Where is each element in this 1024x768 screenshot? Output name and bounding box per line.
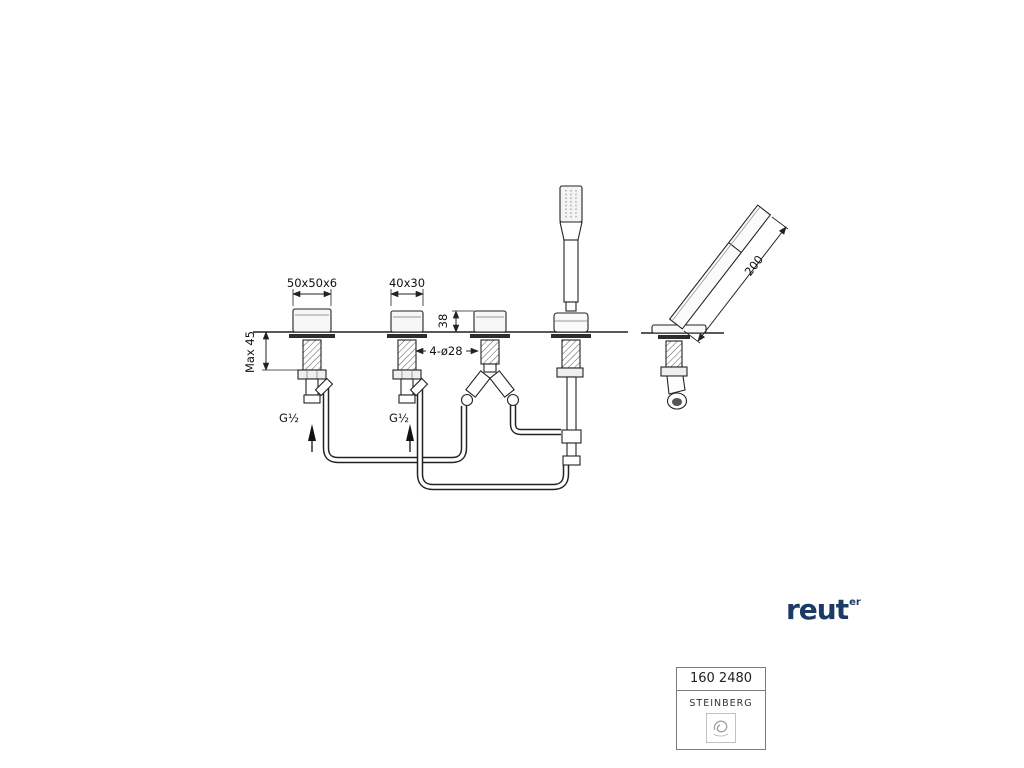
spray-outlet: [672, 398, 682, 406]
dim-40x30: 40x30: [389, 276, 425, 306]
product-box: 160 2480 STEINBERG: [676, 667, 766, 750]
manufacturer-name: STEINBERG: [689, 698, 753, 709]
steinberg-logo-icon: [706, 713, 736, 743]
inlet-label-left: G½: [279, 411, 299, 425]
brand-logo: reuter: [786, 596, 861, 624]
inlet-g12-left: G½: [279, 411, 316, 452]
side-view: [641, 204, 772, 410]
diverter-unit: [460, 310, 520, 407]
dim-50x50x6: 50x50x6: [287, 276, 337, 306]
inlet-label-right: G½: [389, 411, 409, 425]
dim-label-40x30: 40x30: [389, 276, 425, 290]
dim-label-200: 200: [742, 253, 767, 279]
valve-unit-1: [289, 308, 335, 404]
dim-label-50x50x6: 50x50x6: [287, 276, 337, 290]
handshower-unit: [551, 185, 591, 466]
inlet-g12-right: G½: [389, 411, 414, 452]
dim-label-4xo28: 4-ø28: [429, 344, 462, 358]
product-code: 160 2480: [677, 668, 765, 691]
dim-max45: Max 45: [243, 331, 298, 373]
dim-4xo28: 4-ø28: [415, 344, 479, 358]
dim-label-38: 38: [436, 314, 450, 329]
dim-label-max45: Max 45: [243, 331, 257, 373]
valve-unit-2: [387, 310, 429, 404]
hose-loops: [322, 388, 570, 491]
brand-logo-sup: er: [849, 597, 861, 608]
brand-logo-text: reut: [786, 593, 849, 626]
inlet-arrow-left-icon: [308, 424, 316, 441]
dim-38: 38: [436, 310, 474, 333]
inlet-arrow-right-icon: [406, 424, 414, 441]
